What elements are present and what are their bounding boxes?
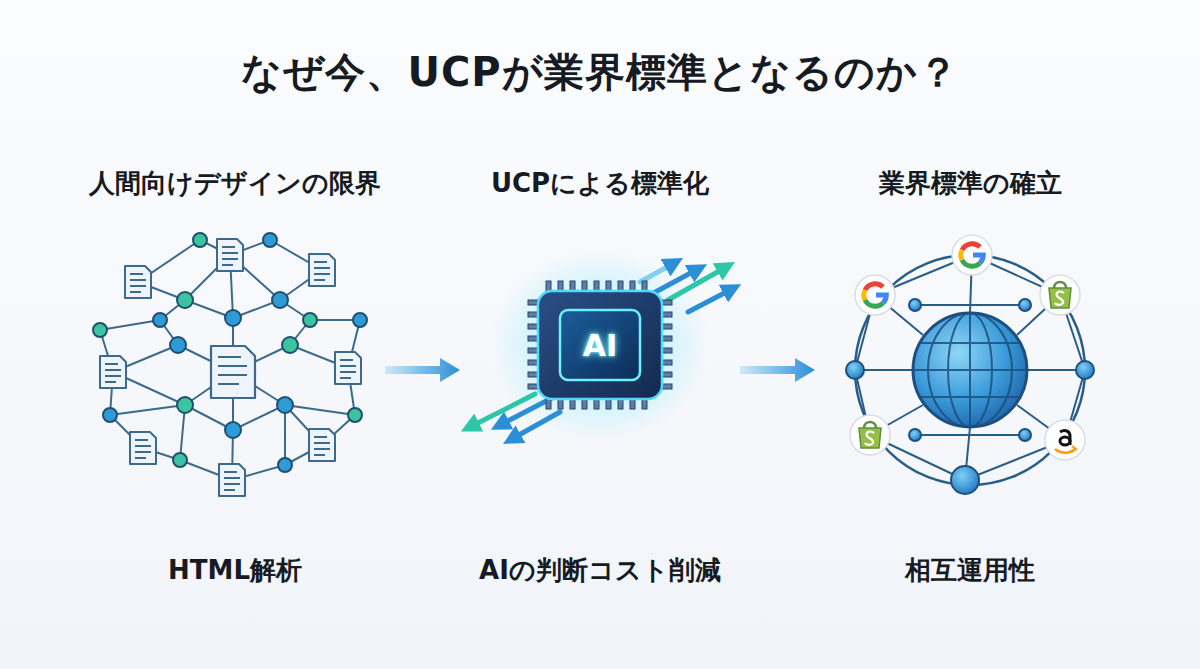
column-heading: UCPによる標準化 [440, 160, 760, 206]
column-caption: 相互運用性 [795, 550, 1145, 590]
column-caption: AIの判断コスト削減 [440, 550, 760, 590]
column-panel: 人間向けデザインの限界HTML解析 [85, 160, 385, 590]
column-panel: 業界標準の確立相互運用性 [815, 160, 1125, 590]
document-network [93, 233, 367, 496]
column-heading: 人間向けデザインの限界 [65, 160, 405, 206]
globe-network [846, 235, 1094, 494]
column-panel: UCPによる標準化AIの判断コスト削減 [460, 160, 740, 590]
column-heading: 業界標準の確立 [795, 160, 1145, 206]
ai-chip [468, 250, 734, 440]
column-caption: HTML解析 [65, 550, 405, 590]
chip-label: AI [583, 328, 617, 363]
flow-arrow [740, 358, 815, 382]
flow-arrow [385, 358, 460, 382]
diagram-title: なぜ今、UCPが業界標準となるのか？ [0, 44, 1200, 100]
